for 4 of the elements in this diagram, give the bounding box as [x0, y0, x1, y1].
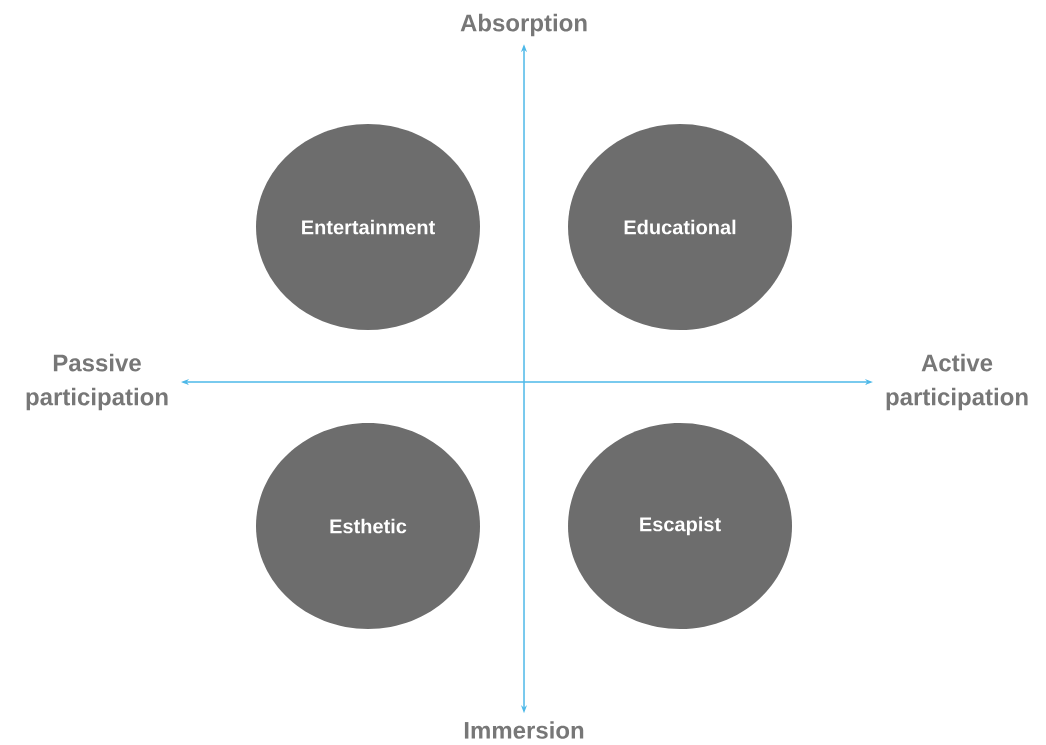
axis-label: Absorption — [460, 13, 587, 37]
axis-label: Immersion — [464, 721, 584, 739]
axis-label: Passive participation — [26, 353, 168, 411]
axis-label: Active participation — [886, 353, 1028, 411]
